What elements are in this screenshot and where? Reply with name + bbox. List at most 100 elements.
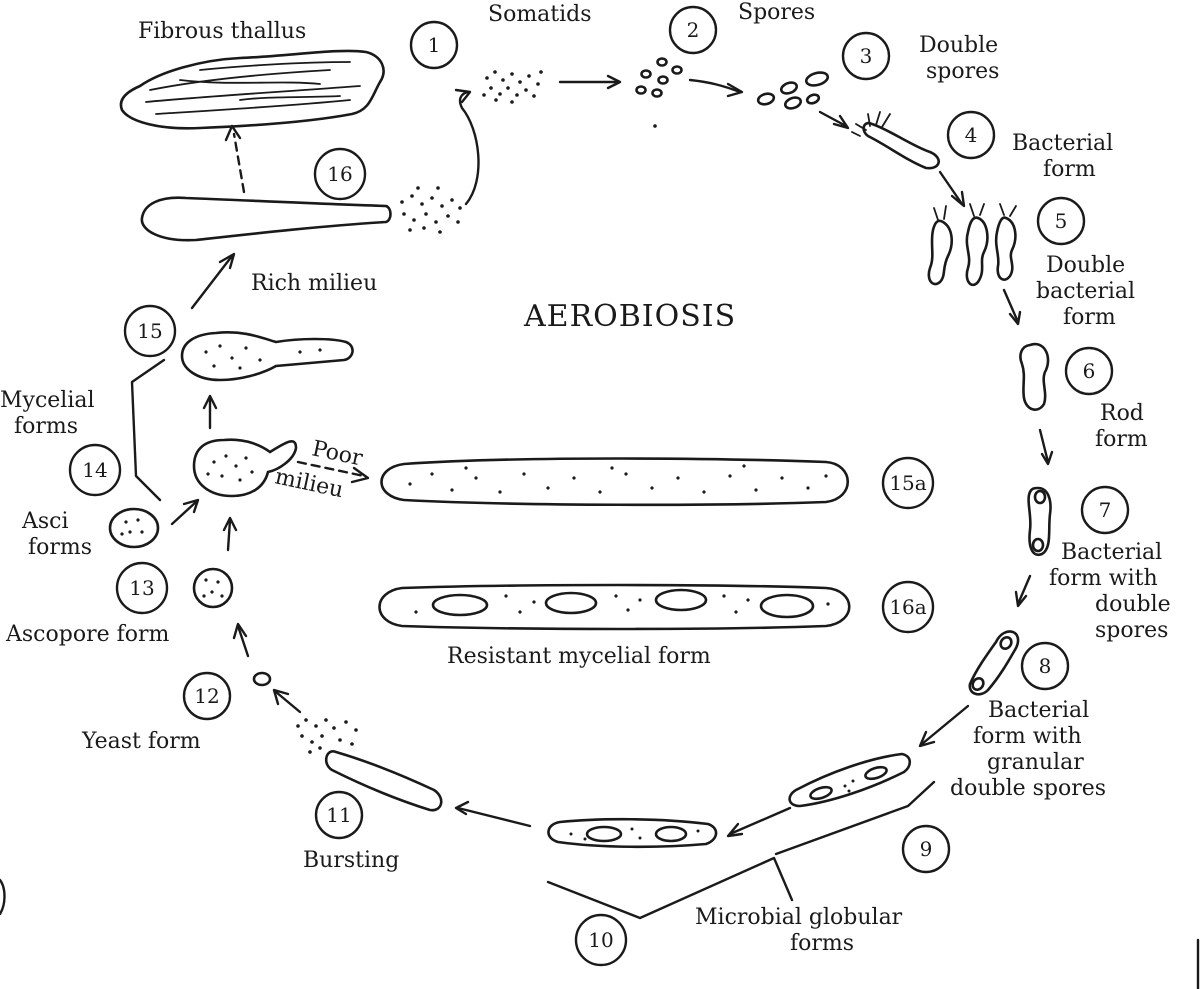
resistant-mycelial-form-16a — [378, 583, 851, 631]
stage-11-label: Bursting — [303, 848, 399, 873]
svg-text:form with: form with — [973, 724, 1082, 749]
long-form-15a — [380, 457, 850, 507]
resistant-mycelial-label: Resistant mycelial form — [447, 644, 711, 669]
stage-7-label: Bacterial form with double spores — [1049, 540, 1171, 643]
svg-text:forms: forms — [28, 535, 92, 560]
stage-1-label: Somatids — [488, 2, 592, 27]
stage-9-marker: 9 — [901, 824, 951, 874]
stage-16-marker: 16 — [313, 147, 367, 201]
svg-text:15a: 15a — [889, 471, 926, 495]
stage-14-label: Asci forms — [21, 509, 92, 560]
svg-text:bacterial: bacterial — [1036, 279, 1135, 304]
svg-text:Double: Double — [1046, 253, 1125, 278]
stage-3-label: Double spores — [919, 33, 999, 84]
svg-text:double: double — [1095, 592, 1171, 617]
stage-7-marker: 7 — [1080, 485, 1130, 535]
mycelial-forms-label: Mycelial forms — [0, 388, 95, 439]
center-title: AEROBIOSIS — [523, 299, 736, 334]
bacterial-form — [851, 111, 940, 170]
svg-text:5: 5 — [1055, 209, 1068, 233]
fibrous-thallus-label: Fibrous thallus — [138, 19, 306, 44]
stage-12-marker: 12 — [182, 671, 232, 721]
stage-10-marker: 10 — [574, 913, 628, 967]
stage-4-label: Bacterial form — [1012, 131, 1113, 182]
svg-text:spores: spores — [1095, 618, 1168, 643]
microbial-globular-form-9 — [788, 752, 912, 808]
stage-14-marker: 14 — [68, 443, 122, 497]
svg-text:forms: forms — [790, 931, 854, 956]
svg-text:8: 8 — [1039, 654, 1052, 678]
svg-text:forms: forms — [14, 414, 78, 439]
fibrous-thallus — [119, 49, 385, 130]
stage-15-marker: 15 — [123, 304, 177, 358]
stage-6-marker: 6 — [1064, 346, 1114, 396]
stage-5-label: Double bacterial form — [1036, 253, 1135, 330]
svg-text:14: 14 — [82, 458, 107, 482]
asci-form — [108, 507, 160, 549]
bacterial-form-granular-spores — [968, 630, 1020, 696]
stage-5-marker: 5 — [1036, 196, 1086, 246]
double-bacterial-form — [927, 203, 1017, 287]
stage-15a-marker: 15a — [881, 456, 935, 510]
bacterial-form-double-spores — [1027, 486, 1052, 557]
microbial-globular-form-10 — [547, 817, 718, 849]
svg-text:15: 15 — [137, 319, 162, 343]
stage-11-marker: 11 — [314, 790, 364, 840]
rod-form — [1019, 342, 1050, 411]
stage-4-marker: 4 — [946, 110, 996, 160]
svg-text:Mycelial: Mycelial — [0, 388, 95, 413]
svg-text:16: 16 — [327, 162, 352, 186]
svg-text:1: 1 — [428, 33, 441, 57]
mycelial-form-14 — [192, 438, 298, 498]
stage-2-label: Spores — [738, 0, 815, 25]
yeast-form — [252, 671, 272, 687]
svg-text:Asci: Asci — [21, 509, 69, 534]
svg-text:milieu: milieu — [273, 464, 346, 503]
bursting-form — [296, 718, 443, 812]
stage-8-label: Bacterial form with granular double spor… — [950, 698, 1106, 801]
stage-12-label: Yeast form — [81, 729, 201, 754]
svg-text:Bacterial: Bacterial — [1012, 131, 1113, 156]
svg-text:16a: 16a — [889, 595, 926, 619]
stage-13-label: Ascopore form — [5, 622, 170, 647]
double-spore-group — [756, 71, 830, 110]
svg-text:12: 12 — [194, 684, 219, 708]
svg-text:form: form — [1063, 305, 1116, 330]
svg-text:13: 13 — [129, 576, 154, 600]
stage-2-marker: 2 — [668, 5, 718, 55]
svg-text:Rod: Rod — [1100, 401, 1144, 426]
svg-text:granular: granular — [987, 750, 1084, 775]
stage-16a-marker: 16a — [881, 580, 935, 634]
svg-text:10: 10 — [588, 928, 613, 952]
stage-1-marker: 1 — [409, 20, 459, 70]
svg-text:Double: Double — [919, 33, 998, 58]
svg-text:Microbial globular: Microbial globular — [695, 905, 903, 930]
svg-text:7: 7 — [1099, 498, 1112, 522]
stage-13-marker: 13 — [115, 561, 169, 615]
svg-text:11: 11 — [326, 803, 351, 827]
svg-text:form with: form with — [1049, 566, 1158, 591]
svg-text:4: 4 — [965, 123, 978, 147]
spore-group — [635, 57, 683, 128]
svg-text:form: form — [1095, 427, 1148, 452]
svg-text:spores: spores — [926, 59, 999, 84]
stage-3-marker: 3 — [841, 31, 891, 81]
svg-text:double spores: double spores — [950, 776, 1106, 801]
cycle-arrows — [0, 74, 1200, 989]
svg-text:3: 3 — [860, 44, 873, 68]
somatid-cluster — [482, 70, 543, 104]
svg-text:Bacterial: Bacterial — [1061, 540, 1162, 565]
stage-8-marker: 8 — [1020, 641, 1070, 691]
microbial-forms-label: Microbial globular forms — [695, 905, 903, 956]
svg-text:6: 6 — [1083, 359, 1096, 383]
mycelial-form-16 — [140, 186, 462, 242]
svg-text:Bacterial: Bacterial — [988, 698, 1089, 723]
stage-6-label: Rod form — [1095, 401, 1148, 452]
svg-text:form: form — [1043, 157, 1096, 182]
svg-text:9: 9 — [920, 837, 933, 861]
rich-milieu-label: Rich milieu — [251, 271, 377, 296]
svg-text:2: 2 — [687, 18, 700, 42]
mycelial-form-15 — [180, 331, 354, 382]
ascopore-form — [192, 567, 234, 609]
